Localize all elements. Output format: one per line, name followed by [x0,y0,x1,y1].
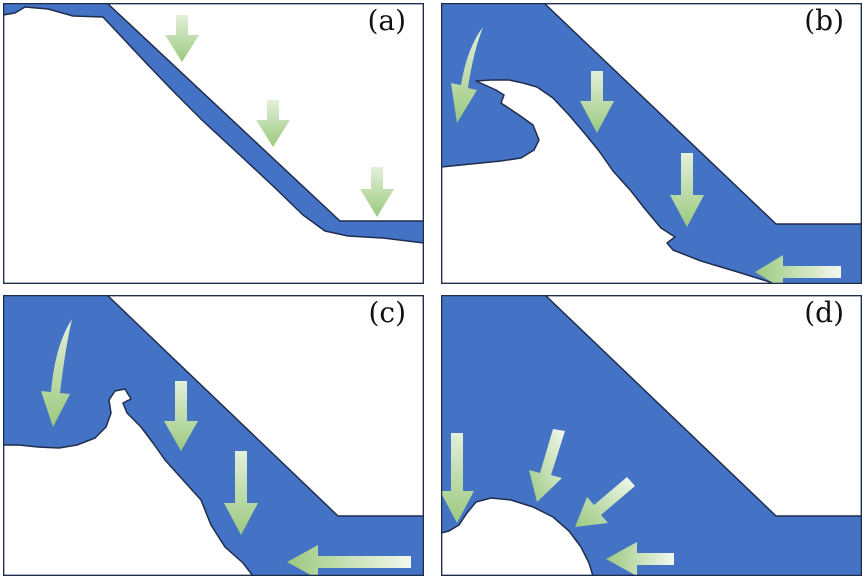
panel-d-diagram [441,295,862,576]
flow-arrow-icon [360,167,394,217]
flow-arrow-icon [575,477,635,527]
panel-c: (c) [3,295,424,576]
flow-arrow-icon [256,100,290,147]
panel-b: (b) [441,3,862,284]
flow-arrow-icon [529,429,565,502]
flow-arrow-icon [287,545,411,576]
panel-b-diagram [441,3,862,284]
flow-arrow-icon [755,255,841,284]
flow-arrow-icon [451,27,483,123]
flow-arrow-icon [164,381,198,451]
flow-arrow-icon [606,542,674,576]
flow-arrow-icon [41,319,72,427]
water-body [3,3,424,244]
flow-arrow-icon [670,153,704,227]
panel-label-c: (c) [368,296,406,329]
panel-label-b: (b) [804,4,844,37]
flow-arrow-icon [441,433,474,523]
flow-arrow-icon [580,71,614,133]
panel-c-diagram [3,295,424,576]
flow-arrow-icon [224,451,258,535]
water-body [3,295,424,576]
panel-a-frame [3,3,424,284]
water-body [441,295,862,576]
panel-a: (a) [3,3,424,284]
water-body [441,3,862,284]
flow-arrow-icon [165,15,199,62]
panel-a-diagram [3,3,424,284]
panel-label-a: (a) [367,4,406,37]
panel-label-d: (d) [804,296,844,329]
panel-d: (d) [441,295,862,576]
